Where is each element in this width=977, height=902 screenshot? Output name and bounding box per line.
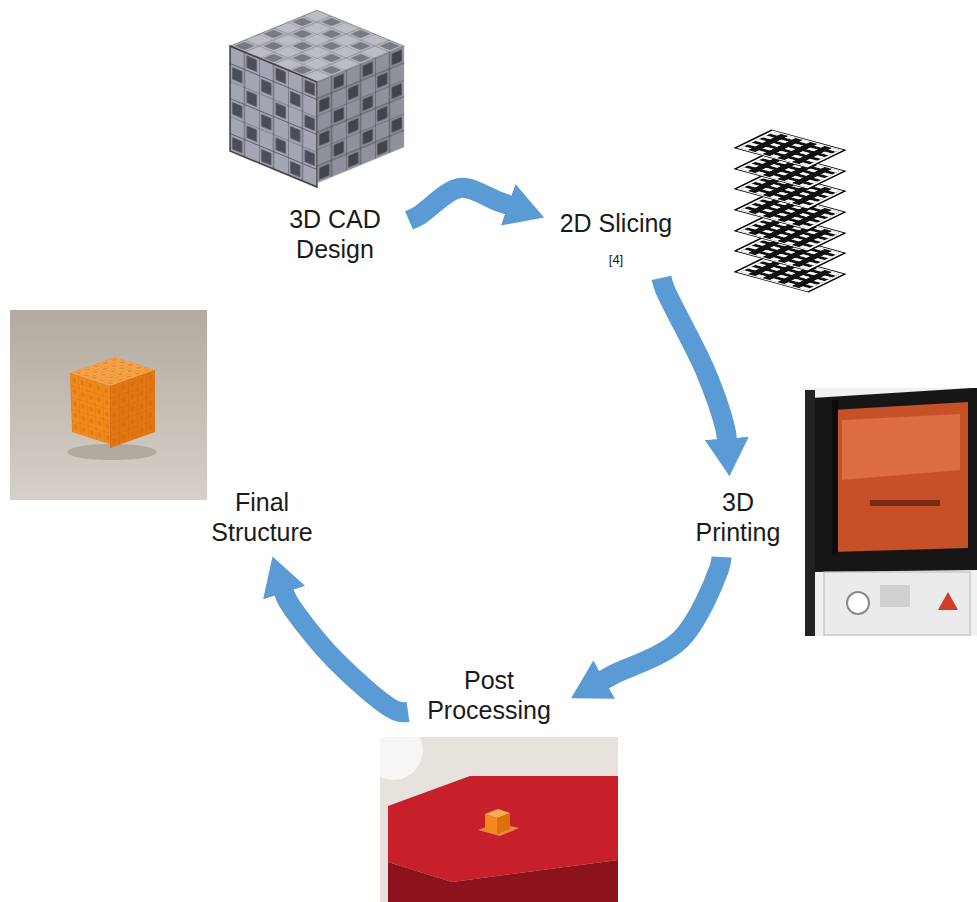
slice-stack xyxy=(735,130,845,292)
cad-cube xyxy=(230,10,404,187)
cycle-arrow xyxy=(603,557,721,680)
stage-label: Post Processing xyxy=(414,661,564,729)
printer-photo xyxy=(805,388,977,636)
stage-label-text: 3D Printing xyxy=(687,487,789,547)
cycle-arrow xyxy=(284,592,408,713)
stage-label: 3D Printing xyxy=(683,483,793,551)
stage-label-text: 2D Slicing xyxy=(555,208,677,238)
stage-label-text: Final Structure xyxy=(204,487,320,547)
stage-label-text: Post Processing xyxy=(418,665,560,725)
stage-label: 3D CAD Design xyxy=(267,200,403,268)
cube-right-face xyxy=(317,46,404,183)
cycle-arrows xyxy=(284,188,727,712)
stage-label-text: 3D CAD Design xyxy=(271,204,399,264)
cube-left-face xyxy=(230,46,317,187)
orange-cube-left xyxy=(70,373,112,445)
post-processing-photo xyxy=(380,737,618,902)
stage-label: 2D Slicing [4] xyxy=(551,204,681,272)
orange-cube-right xyxy=(110,370,155,448)
cycle-arrow xyxy=(662,278,727,440)
slice-layer xyxy=(735,130,845,168)
cycle-arrow xyxy=(409,188,509,221)
stage-label: Final Structure xyxy=(200,483,324,551)
final-structure-photo xyxy=(10,310,207,500)
citation-number: [4] xyxy=(555,252,677,268)
